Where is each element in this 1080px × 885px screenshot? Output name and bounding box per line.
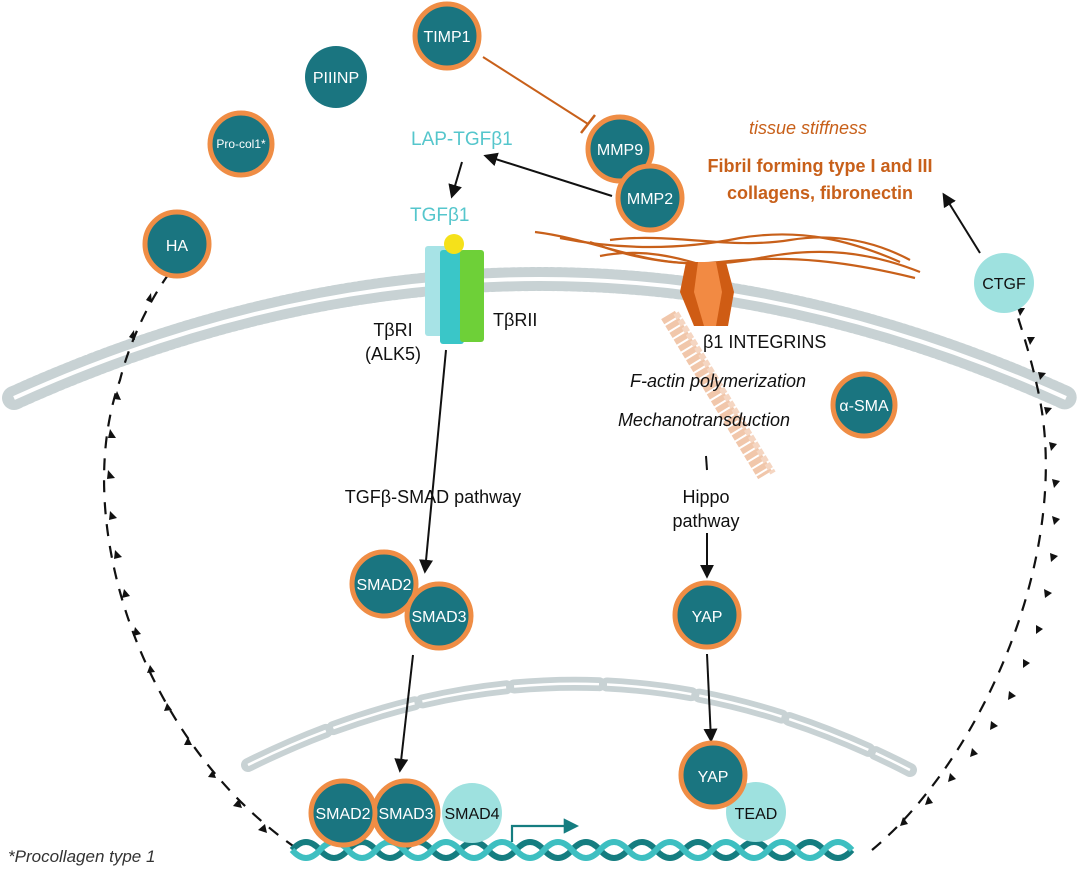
smad4-nucleus-node: SMAD4 xyxy=(442,783,502,843)
svg-text:YAP: YAP xyxy=(692,609,723,626)
beta1-integrin-icon xyxy=(680,262,734,326)
timp1-node: TIMP1 xyxy=(412,1,482,71)
plasma-membrane xyxy=(2,267,1078,410)
svg-text:CTGF: CTGF xyxy=(982,276,1026,293)
smad2-cyto-node: SMAD2 xyxy=(349,549,419,619)
hippo-label-line1: Hippo xyxy=(682,487,729,507)
mmp2-node: MMP2 xyxy=(615,163,685,233)
svg-text:SMAD3: SMAD3 xyxy=(411,609,466,626)
integrins-label: β1 INTEGRINS xyxy=(703,332,826,352)
svg-text:α-SMA: α-SMA xyxy=(839,398,889,415)
ha-node: HA xyxy=(142,209,212,279)
factin-label: F-actin polymerization xyxy=(630,371,806,391)
svg-text:HA: HA xyxy=(166,238,189,255)
svg-text:YAP: YAP xyxy=(698,769,729,786)
actin-filament xyxy=(661,310,776,480)
yap-cyto-node: YAP xyxy=(672,580,742,650)
fibril-label-line1: Fibril forming type I and III xyxy=(707,156,932,176)
mmp9-node: MMP9 xyxy=(585,114,655,184)
mechano-label: Mechanotransduction xyxy=(618,410,790,430)
smad3-cyto-node: SMAD3 xyxy=(404,581,474,651)
svg-text:SMAD3: SMAD3 xyxy=(378,806,433,823)
timp1-inhibition xyxy=(482,56,596,134)
smad3-nucleus-node: SMAD3 xyxy=(371,778,441,848)
tissue-stiffness-label: tissue stiffness xyxy=(749,118,867,138)
secretion-arrows-right xyxy=(871,304,1060,851)
tbri-label-line1: TβRI xyxy=(373,320,412,340)
smad2-nucleus-node: SMAD2 xyxy=(308,778,378,848)
procol1-node: Pro-col1* xyxy=(207,110,275,178)
smad-pathway-label: TGFβ-SMAD pathway xyxy=(345,487,521,507)
svg-text:TIMP1: TIMP1 xyxy=(423,29,470,46)
fibril-label-line2: collagens, fibronectin xyxy=(727,183,913,203)
collagen-fibrils xyxy=(534,230,921,280)
lap-tgfb1-label: LAP-TGFβ1 xyxy=(411,129,513,150)
tbrii-label: TβRII xyxy=(493,310,537,330)
tgfb-receptor-icon xyxy=(425,234,484,344)
svg-text:SMAD2: SMAD2 xyxy=(356,577,411,594)
transcription-start-arrow xyxy=(510,818,580,842)
asma-node: α-SMA xyxy=(830,371,898,439)
svg-text:Pro-col1*: Pro-col1* xyxy=(216,137,266,151)
footnote: *Procollagen type 1 xyxy=(8,847,155,866)
secretion-arrows-left xyxy=(102,274,297,849)
svg-text:SMAD2: SMAD2 xyxy=(315,806,370,823)
ctgf-node: CTGF xyxy=(974,253,1034,313)
piiinp-node: PIIINP xyxy=(305,46,367,108)
yap-nucleus-node: YAP xyxy=(678,740,748,810)
tgfb1-label: TGFβ1 xyxy=(410,205,470,226)
svg-text:SMAD4: SMAD4 xyxy=(444,806,499,823)
svg-text:MMP9: MMP9 xyxy=(597,142,643,159)
svg-text:PIIINP: PIIINP xyxy=(313,70,359,87)
dna-helix-icon xyxy=(289,839,855,861)
nuclear-membrane xyxy=(241,676,917,777)
tbri-label-line2: (ALK5) xyxy=(365,344,421,364)
svg-text:MMP2: MMP2 xyxy=(627,191,673,208)
svg-text:TEAD: TEAD xyxy=(735,806,778,823)
tead-nucleus-node: TEAD xyxy=(726,782,786,842)
hippo-label-line2: pathway xyxy=(672,511,739,531)
signaling-arrows xyxy=(394,152,981,773)
